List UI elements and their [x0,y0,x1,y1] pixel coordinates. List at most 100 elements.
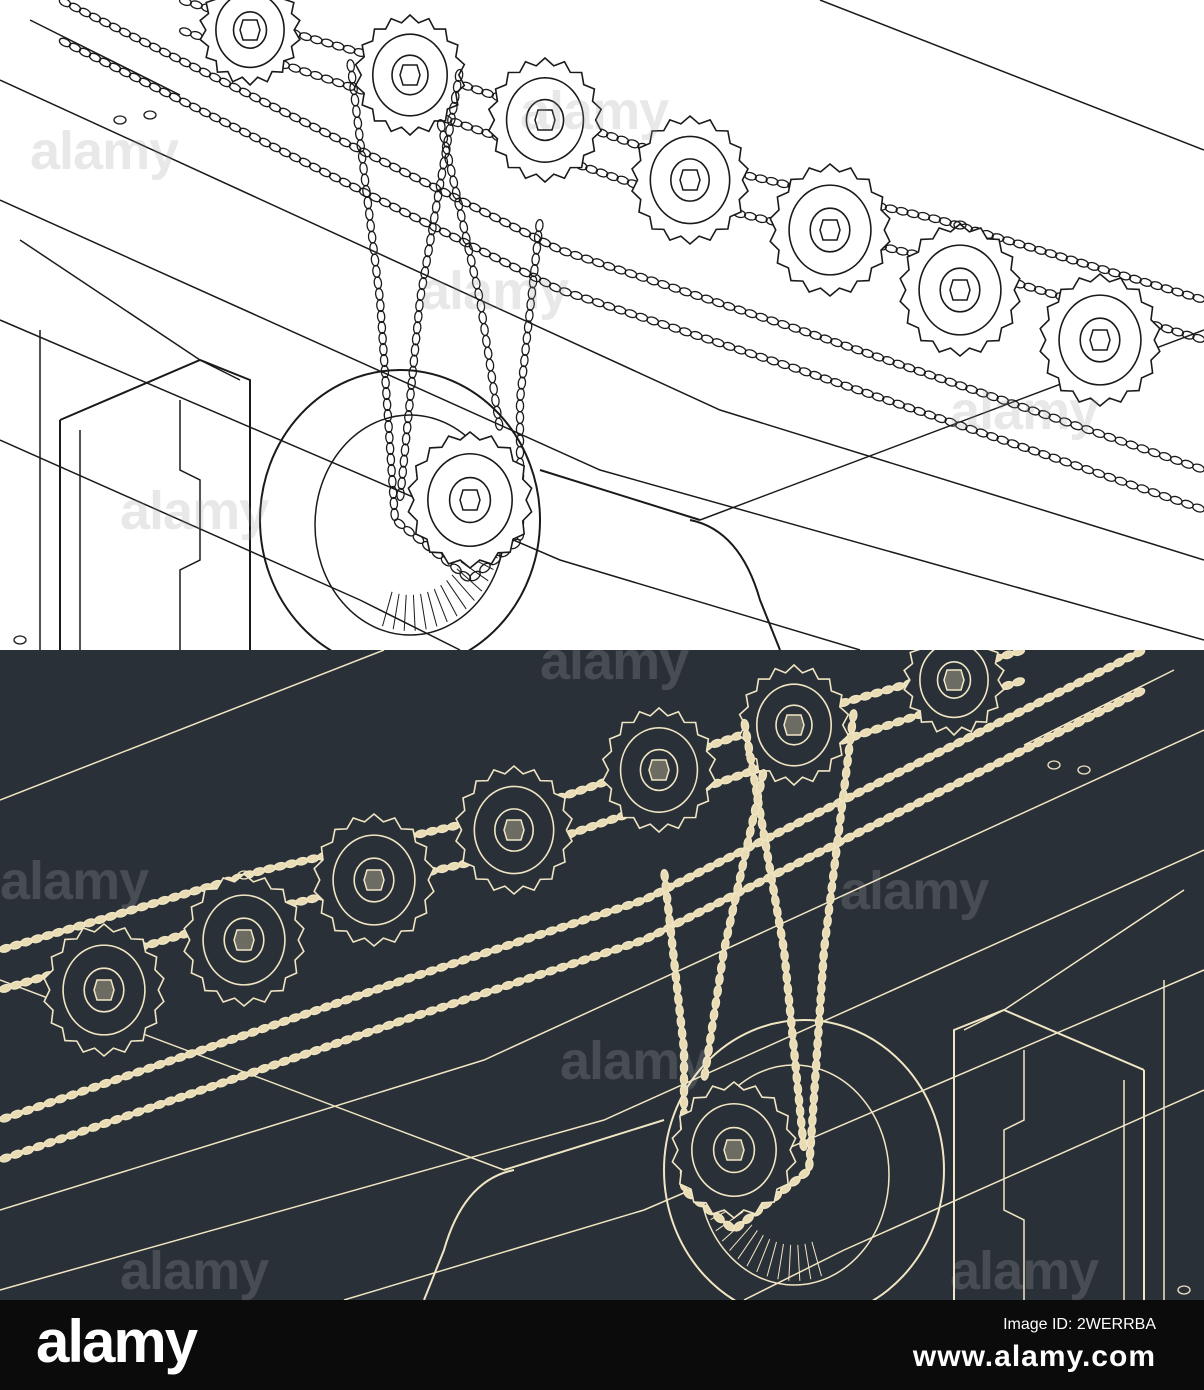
chain-link [1181,330,1195,340]
chain-link [840,341,854,351]
chain-link [664,902,673,917]
chain-link [76,1126,90,1136]
chain-link [508,222,522,233]
chain-link [892,682,906,692]
chain-link [515,399,525,413]
chain-link [87,1122,101,1132]
chain-link [376,298,385,313]
structure-line [423,1169,515,1300]
chain-link [811,1069,820,1084]
chain-link [819,374,833,384]
chain-link [783,982,793,996]
bolt-icon [93,979,115,1001]
chain-link [791,1060,800,1074]
sprocket [43,922,165,1058]
mounting-hole [1047,760,1061,770]
chain-link [298,157,312,168]
chain-link [331,41,345,51]
chain-link [342,44,356,54]
chain-link [98,1118,112,1129]
chain-link [1128,274,1142,284]
structure-line [451,574,475,601]
structure-line [777,1243,784,1280]
structure-line [0,650,385,801]
chain-link [405,398,414,413]
chain-link [1065,255,1079,265]
watermark: alamy [120,1241,269,1300]
chain-link [367,230,377,244]
sprocket [899,222,1021,358]
chain-link [516,387,525,402]
watermark: alamy [560,1031,709,1091]
chain-link [1023,242,1037,252]
chain-link [723,1220,735,1232]
sprocket [631,114,749,246]
chain-link [765,861,775,875]
chain-link [288,112,302,123]
chain-link [785,1004,795,1018]
chain-link [1107,268,1121,278]
chain-link [408,172,422,183]
chain-link [1147,488,1161,498]
chain-link [273,861,287,871]
chain-link [188,102,202,113]
chain-link [662,891,672,905]
chain-link [667,936,677,950]
chain-link [485,358,495,372]
structure-line [59,358,251,650]
chain-link [436,824,450,834]
chain-link [448,101,458,115]
chain-link [527,286,537,300]
structure-line [797,1244,801,1281]
chain-link [830,857,840,871]
bolt-icon [1089,329,1111,351]
chain-link [438,227,452,238]
chain-link [218,117,232,128]
chain-link [448,232,462,243]
chain-link [238,87,252,98]
chain-link [76,1086,90,1096]
chain-link [1006,439,1020,449]
chain-link [441,141,451,155]
chain-link [933,414,947,424]
structure-line [343,969,1204,1300]
chain-link [228,122,242,133]
structure-line [963,889,1185,1031]
chain-link [807,1124,816,1139]
chain-link [1044,289,1058,299]
chain-link [520,353,529,368]
chain-link [834,823,844,837]
chain-link [88,12,102,23]
chain-link [672,981,682,995]
sprocket [903,650,1005,737]
chain-link [523,320,533,334]
chain-link [418,177,432,188]
chain-link [528,275,538,289]
chain-link [407,376,416,390]
chain-link [548,242,562,253]
chain-link [676,1015,686,1029]
chain-link [188,62,202,73]
chain-link [1006,399,1020,409]
sprocket [199,0,301,87]
chain-link [54,1134,68,1144]
mounting-hole [953,220,967,230]
chain-link [810,1080,819,1095]
chain-link [1180,499,1194,509]
chain-link [763,850,773,864]
chain-link [817,981,826,996]
chain-link [400,443,410,457]
chain-link [398,167,412,178]
mounting-hole [113,115,127,125]
chain-link [799,1137,808,1152]
structure-line [804,1243,812,1280]
chain-link [1023,282,1037,292]
chain-link [515,445,525,460]
bolt-icon [819,219,841,241]
chain-link [517,376,527,390]
chain-link [1149,281,1163,291]
chain-link [435,178,445,192]
chain-link [58,0,72,8]
chain-link [443,134,452,148]
chain-link [360,173,370,187]
